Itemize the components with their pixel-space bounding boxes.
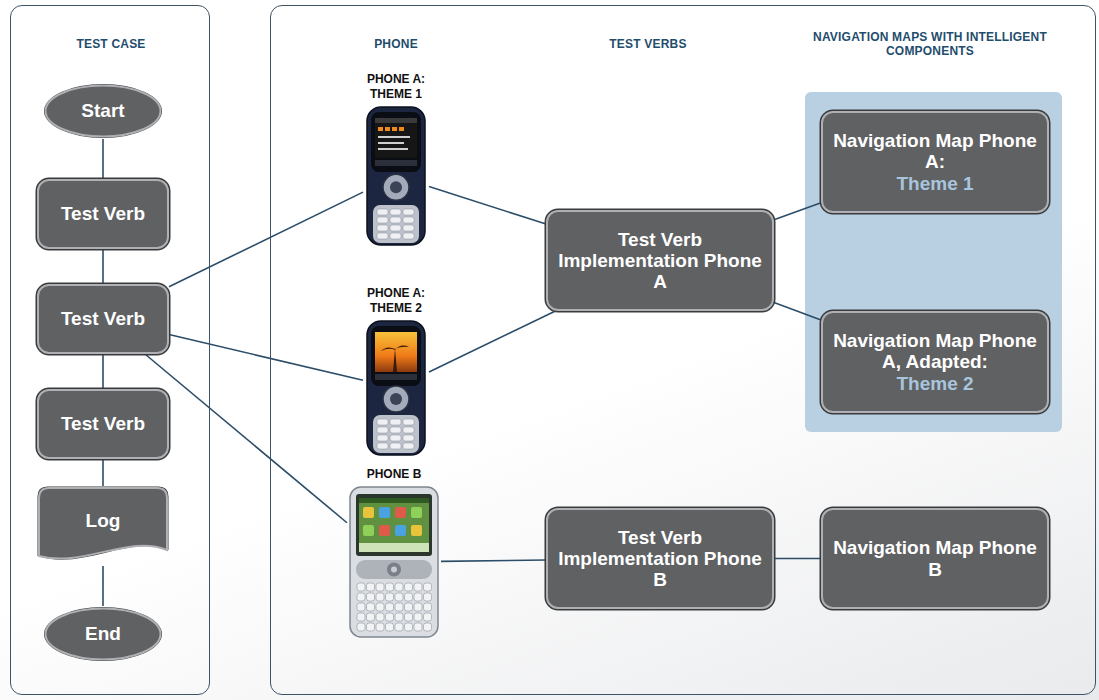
box-label: Test Verb bbox=[61, 203, 145, 224]
phone-panel: PHONE TEST VERBS NAVIGATION MAPS WITH INTE… bbox=[270, 5, 1096, 695]
connector-line bbox=[441, 560, 546, 561]
process-box: Test Verb bbox=[37, 284, 169, 354]
box-label: Test Verb Implementation Phone B bbox=[558, 527, 762, 591]
phone-illustration: PHONE B bbox=[347, 485, 441, 639]
highlight-band bbox=[805, 92, 1062, 432]
process-box: Test Verb bbox=[37, 179, 169, 249]
start-terminal: Start bbox=[43, 83, 163, 139]
phone-label: PHONE A: THEME 1 bbox=[351, 72, 441, 101]
phone-drawing bbox=[347, 485, 441, 639]
box-label: Start bbox=[81, 100, 124, 121]
box-label: Navigation Map Phone A: bbox=[833, 130, 1037, 173]
column-heading: TEST CASE bbox=[31, 37, 191, 51]
box-label: Test Verb bbox=[61, 413, 145, 434]
process-box: Navigation Map Phone A, Adapted:Theme 2 bbox=[821, 311, 1049, 413]
phone-drawing bbox=[363, 319, 429, 457]
phone-illustration: PHONE A: THEME 2 bbox=[363, 319, 429, 457]
connector-line bbox=[102, 566, 104, 606]
phone-drawing bbox=[363, 105, 429, 247]
connector-line bbox=[102, 139, 104, 179]
column-heading: PHONE bbox=[336, 37, 456, 51]
connector-line bbox=[774, 303, 821, 320]
process-box: Navigation Map Phone A:Theme 1 bbox=[821, 111, 1049, 213]
connector-line bbox=[102, 354, 104, 389]
phone-label: PHONE A: THEME 2 bbox=[351, 286, 441, 315]
process-box: Test Verb bbox=[37, 389, 169, 459]
connector-line bbox=[102, 459, 104, 486]
box-label: End bbox=[85, 623, 121, 644]
box-label: Navigation Map Phone B bbox=[833, 537, 1037, 580]
theme-label: Theme 1 bbox=[896, 173, 973, 194]
end-terminal: End bbox=[43, 606, 163, 662]
connector-line bbox=[774, 558, 821, 560]
box-label: Test Verb bbox=[61, 308, 145, 329]
connector-line bbox=[169, 192, 363, 287]
box-label: Log bbox=[86, 510, 121, 531]
connector-line bbox=[429, 187, 546, 224]
connector-line bbox=[429, 311, 555, 372]
connector-line bbox=[774, 203, 821, 220]
theme-label: Theme 2 bbox=[896, 373, 973, 394]
connector-line bbox=[169, 335, 363, 381]
box-label: Navigation Map Phone A, Adapted: bbox=[833, 330, 1037, 373]
phone-label: PHONE B bbox=[334, 467, 454, 481]
test-case-panel: TEST CASEStartTest VerbTest VerbTest Ver… bbox=[10, 5, 210, 695]
connector-line bbox=[102, 249, 104, 284]
process-box: Test Verb Implementation Phone A bbox=[546, 210, 774, 311]
box-label: Test Verb Implementation Phone A bbox=[558, 229, 762, 293]
process-box: Navigation Map Phone B bbox=[821, 508, 1049, 609]
document-shape: Log bbox=[37, 486, 169, 566]
column-heading: TEST VERBS bbox=[578, 37, 718, 51]
process-box: Test Verb Implementation Phone B bbox=[546, 508, 774, 609]
column-heading: NAVIGATION MAPS WITH INTELLIGENT COMPONE… bbox=[810, 30, 1050, 59]
connector-line bbox=[145, 354, 347, 523]
phone-illustration: PHONE A: THEME 1 bbox=[363, 105, 429, 247]
